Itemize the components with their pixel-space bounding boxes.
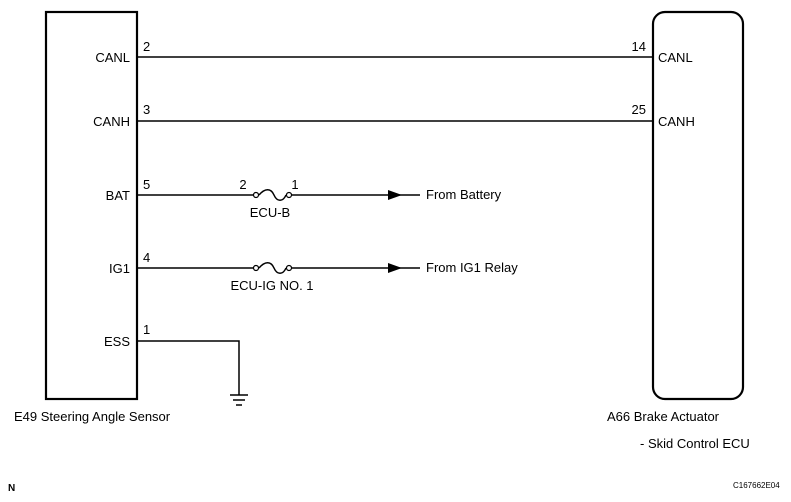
right-pin-label-canh: CANH xyxy=(658,114,695,129)
left-pin-label-ess: ESS xyxy=(104,334,130,349)
fuse-ecu-b-pin-left: 2 xyxy=(239,177,246,192)
left-pin-number-bat: 5 xyxy=(143,177,150,192)
ig1-circuit xyxy=(137,262,420,274)
left-pin-label-bat: BAT xyxy=(106,188,130,203)
right-component-name: A66 Brake Actuator xyxy=(607,409,720,424)
footer-code: C167662E04 xyxy=(733,481,780,490)
fuse-ecu-b-pin-right: 1 xyxy=(291,177,298,192)
left-pin-number-ess: 1 xyxy=(143,322,150,337)
ig1-arrow-icon xyxy=(388,263,402,273)
source-battery-label: From Battery xyxy=(426,187,502,202)
right-pin-number-canh: 25 xyxy=(632,102,646,117)
fuse-ecu-b-label: ECU-B xyxy=(250,205,290,220)
left-pin-label-ig1: IG1 xyxy=(109,261,130,276)
right-component-subname: - Skid Control ECU xyxy=(640,436,750,451)
footer-mark: N xyxy=(8,483,15,494)
right-pin-number-canl: 14 xyxy=(632,39,646,54)
right-pin-label-canl: CANL xyxy=(658,50,693,65)
left-pin-label-canl: CANL xyxy=(95,50,130,65)
ecu-ig-fuse-symbol xyxy=(258,262,287,274)
left-pin-number-canh: 3 xyxy=(143,102,150,117)
battery-arrow-icon xyxy=(388,190,402,200)
ecu-b-fuse-symbol xyxy=(258,189,287,201)
brake-actuator-box xyxy=(651,10,745,401)
fuse-ecu-ig-label: ECU-IG NO. 1 xyxy=(230,278,313,293)
left-pin-label-canh: CANH xyxy=(93,114,130,129)
left-pin-number-ig1: 4 xyxy=(143,250,150,265)
bat-circuit xyxy=(137,189,420,201)
left-component-name: E49 Steering Angle Sensor xyxy=(14,409,171,424)
ess-ground-circuit xyxy=(137,340,248,406)
steering-angle-sensor-box xyxy=(44,10,139,401)
left-pin-number-canl: 2 xyxy=(143,39,150,54)
source-ig1-label: From IG1 Relay xyxy=(426,260,518,275)
